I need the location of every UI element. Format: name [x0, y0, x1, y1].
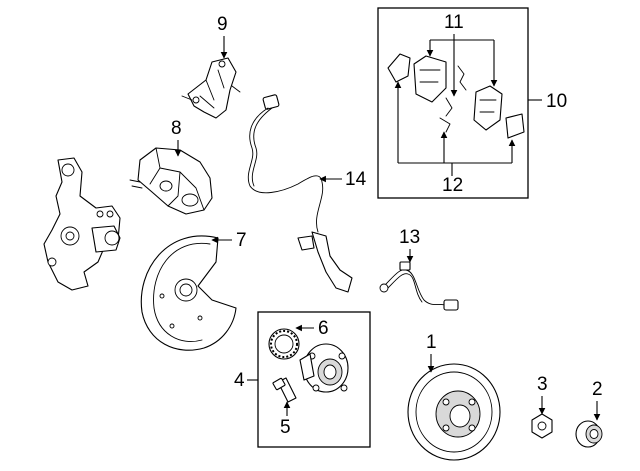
steering-knuckle: [43, 157, 121, 291]
pad-shim-left: [387, 53, 411, 83]
pad-clips: [439, 65, 467, 133]
callout-5: 5: [280, 417, 291, 438]
brake-pad-right: [473, 85, 503, 131]
callout-14: 14: [345, 169, 367, 190]
brake-hose: [379, 261, 459, 311]
callout-8: 8: [171, 118, 182, 139]
callout-4: 4: [234, 370, 245, 391]
callout-10: 10: [546, 91, 567, 112]
callout-2: 2: [592, 379, 603, 400]
callout-13: 13: [399, 227, 420, 248]
caliper-bracket: [181, 57, 241, 119]
lug-nut: [531, 413, 553, 439]
callout-3: 3: [537, 374, 548, 395]
callout-1: 1: [426, 332, 437, 353]
callout-6: 6: [318, 318, 329, 339]
callout-12: 12: [442, 175, 463, 196]
wheel-stud: [272, 377, 297, 403]
callout-7: 7: [236, 230, 247, 251]
brake-caliper: [129, 147, 213, 215]
pad-shim-right: [505, 113, 525, 139]
abs-sensor-harness: [247, 94, 353, 293]
brake-rotor: [407, 363, 501, 461]
callout-11: 11: [444, 12, 464, 33]
wheel-hub: [299, 343, 349, 393]
hub-cap: [575, 420, 603, 448]
callout-9: 9: [217, 14, 228, 35]
brake-pad-left: [413, 55, 447, 103]
brake-pad-kit-box: [377, 7, 529, 199]
dust-shield: [140, 235, 237, 351]
abs-tone-ring: [268, 328, 300, 360]
